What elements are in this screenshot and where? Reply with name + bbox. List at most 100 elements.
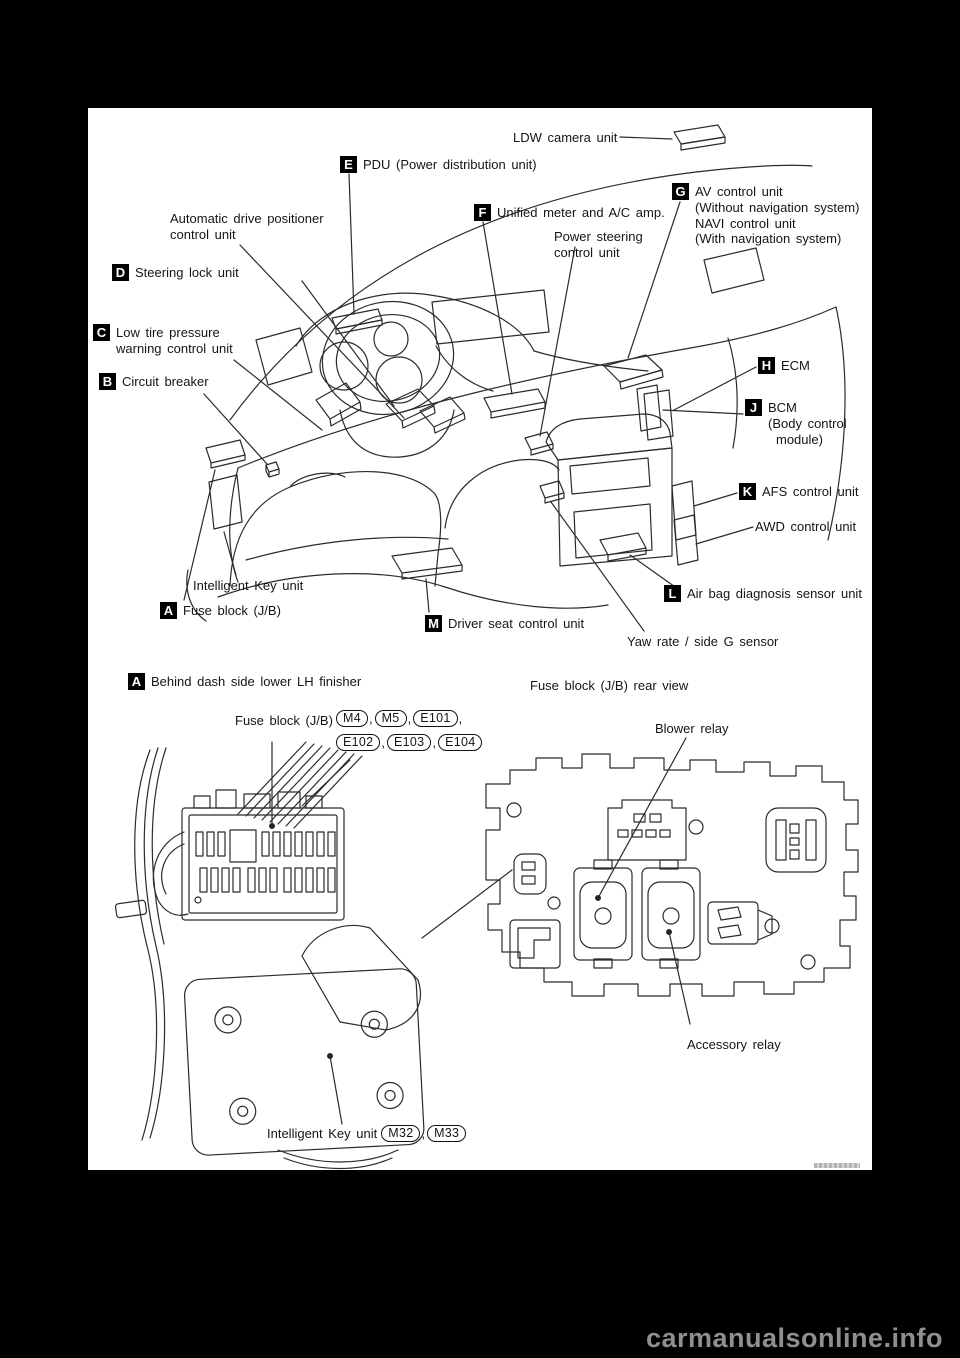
badge-a2: A <box>128 673 145 690</box>
figure-code <box>814 1163 860 1168</box>
manual-page: LDW camera unit E PDU (Power distributio… <box>88 108 872 1170</box>
steering-lock-label: Steering lock unit <box>135 265 239 280</box>
bcm-line2: (Body control <box>768 415 847 431</box>
badge-j: J <box>745 399 762 416</box>
low-tire-line1: Low tire pressure <box>116 325 220 340</box>
afs-label: AFS control unit <box>762 484 859 499</box>
badge-a: A <box>160 602 177 619</box>
callout-unified-meter: F Unified meter and A/C amp. <box>474 204 665 221</box>
comma: , <box>381 735 386 750</box>
callout-fuse-block: A Fuse block (J/B) <box>160 602 281 619</box>
fuse-block-illustration <box>115 742 512 1169</box>
awd-label: AWD control unit <box>755 519 857 534</box>
comma: , <box>421 1126 426 1141</box>
comma: , <box>368 711 373 726</box>
fuse-slots <box>196 832 335 892</box>
bcm-line3: module) <box>776 431 823 447</box>
blower-relay-label: Blower relay <box>655 721 729 736</box>
top-connector <box>608 800 686 860</box>
badge-c: C <box>93 324 110 341</box>
connector-pill-m4: M4 <box>336 710 368 727</box>
airbag-label: Air bag diagnosis sensor unit <box>687 586 862 601</box>
seats <box>187 459 608 621</box>
callout-bcm: J BCM (Body control module) <box>745 399 847 447</box>
connector-pill-e102: E102 <box>336 734 381 751</box>
driver-seat-label: Driver seat control unit <box>448 616 585 631</box>
detail-left-title-text: Behind dash side lower LH finisher <box>151 674 362 689</box>
badge-k: K <box>739 483 756 500</box>
connector-row-1: M4 , M5 , E101 , <box>336 710 464 727</box>
pdu-box <box>332 309 382 334</box>
connector-row-2: E102 , E103 , E104 <box>336 734 483 751</box>
callout-pdu: E PDU (Power distribution unit) <box>340 156 537 173</box>
power-steering-line1: Power steering <box>554 229 643 244</box>
adp-line1: Automatic drive positioner <box>170 211 324 226</box>
badge-b: B <box>99 373 116 390</box>
callout-low-tire: C Low tire pressure warning control unit <box>93 324 233 357</box>
badge-l: L <box>664 585 681 602</box>
left-connector <box>514 854 546 894</box>
badge-f: F <box>474 204 491 221</box>
callout-ecm: H ECM <box>758 357 810 374</box>
pdu-label: PDU (Power distribution unit) <box>363 157 537 172</box>
mid-right-connector <box>708 902 772 944</box>
blower-relay <box>574 860 632 968</box>
bcm-label: BCM (Body control module) <box>768 399 847 447</box>
accessory-relay <box>642 860 700 968</box>
callout-circuit-breaker: B Circuit breaker <box>99 373 209 390</box>
ecm-label: ECM <box>781 358 810 373</box>
callout-av-navi: G AV control unit (Without navigation sy… <box>672 183 859 247</box>
intelligent-key-unit <box>184 968 425 1156</box>
wire-harness <box>135 748 398 1169</box>
connector-pill-e104: E104 <box>438 734 483 751</box>
intelligent-key-unit-label: Intelligent Key unit <box>267 1126 378 1141</box>
leader-lines <box>184 137 756 631</box>
ecm-bcm-boxes <box>637 385 673 440</box>
detail-right-title: Fuse block (J/B) rear view <box>530 678 689 693</box>
av-navi-line4: (With navigation system) <box>695 231 842 247</box>
av-navi-box <box>604 355 663 389</box>
ldw-camera-box <box>674 125 725 150</box>
center-console <box>546 414 672 566</box>
power-steering-line2: control unit <box>554 244 620 260</box>
illustration-svg <box>88 108 872 1170</box>
badge-m: M <box>425 615 442 632</box>
watermark: carmanualsonline.info <box>645 1323 943 1353</box>
adp-line2: control unit <box>170 226 236 242</box>
detail-left-title: A Behind dash side lower LH finisher <box>128 673 361 690</box>
comma: , <box>458 711 463 726</box>
av-navi-line2: (Without navigation system) <box>695 199 860 215</box>
badge-e: E <box>340 156 357 173</box>
left-bottom-connector <box>510 920 560 968</box>
connector-pill-e103: E103 <box>387 734 432 751</box>
intelligent-key-connector-row: Intelligent Key unit M32 , M33 <box>267 1125 467 1142</box>
callout-airbag: L Air bag diagnosis sensor unit <box>664 585 862 602</box>
callout-driver-seat: M Driver seat control unit <box>425 615 584 632</box>
intelligent-key-label: Intelligent Key unit <box>193 578 304 593</box>
low-tire-label: Low tire pressure warning control unit <box>116 324 233 357</box>
power-steering-label: Power steering control unit <box>554 229 643 261</box>
rear-view-outline <box>486 754 858 996</box>
av-navi-line3: NAVI control unit <box>695 215 796 231</box>
low-tire-line2: warning control unit <box>116 340 233 356</box>
fuse-block-rear-illustration <box>486 738 858 1024</box>
connector-pill-m5: M5 <box>374 710 407 727</box>
right-connector <box>766 808 826 872</box>
comma: , <box>432 735 437 750</box>
connector-pill-m33: M33 <box>427 1125 467 1142</box>
ldw-camera-label: LDW camera unit <box>513 130 618 145</box>
adp-label: Automatic drive positioner control unit <box>170 211 324 243</box>
fuse-block-label: Fuse block (J/B) <box>183 603 281 618</box>
circuit-breaker-label: Circuit breaker <box>122 374 209 389</box>
accessory-relay-label: Accessory relay <box>687 1037 781 1052</box>
yaw-rate-label: Yaw rate / side G sensor <box>627 634 779 649</box>
connector-pill-e101: E101 <box>413 710 458 727</box>
fuse-block-jb-label: Fuse block (J/B) <box>235 713 333 728</box>
badge-g: G <box>672 183 689 200</box>
av-navi-label: AV control unit (Without navigation syst… <box>695 183 859 247</box>
bcm-line1: BCM <box>768 400 797 415</box>
av-navi-line1: AV control unit <box>695 184 783 199</box>
unified-meter-label: Unified meter and A/C amp. <box>497 205 665 220</box>
dashboard-illustration <box>184 125 845 631</box>
comma: , <box>407 711 412 726</box>
